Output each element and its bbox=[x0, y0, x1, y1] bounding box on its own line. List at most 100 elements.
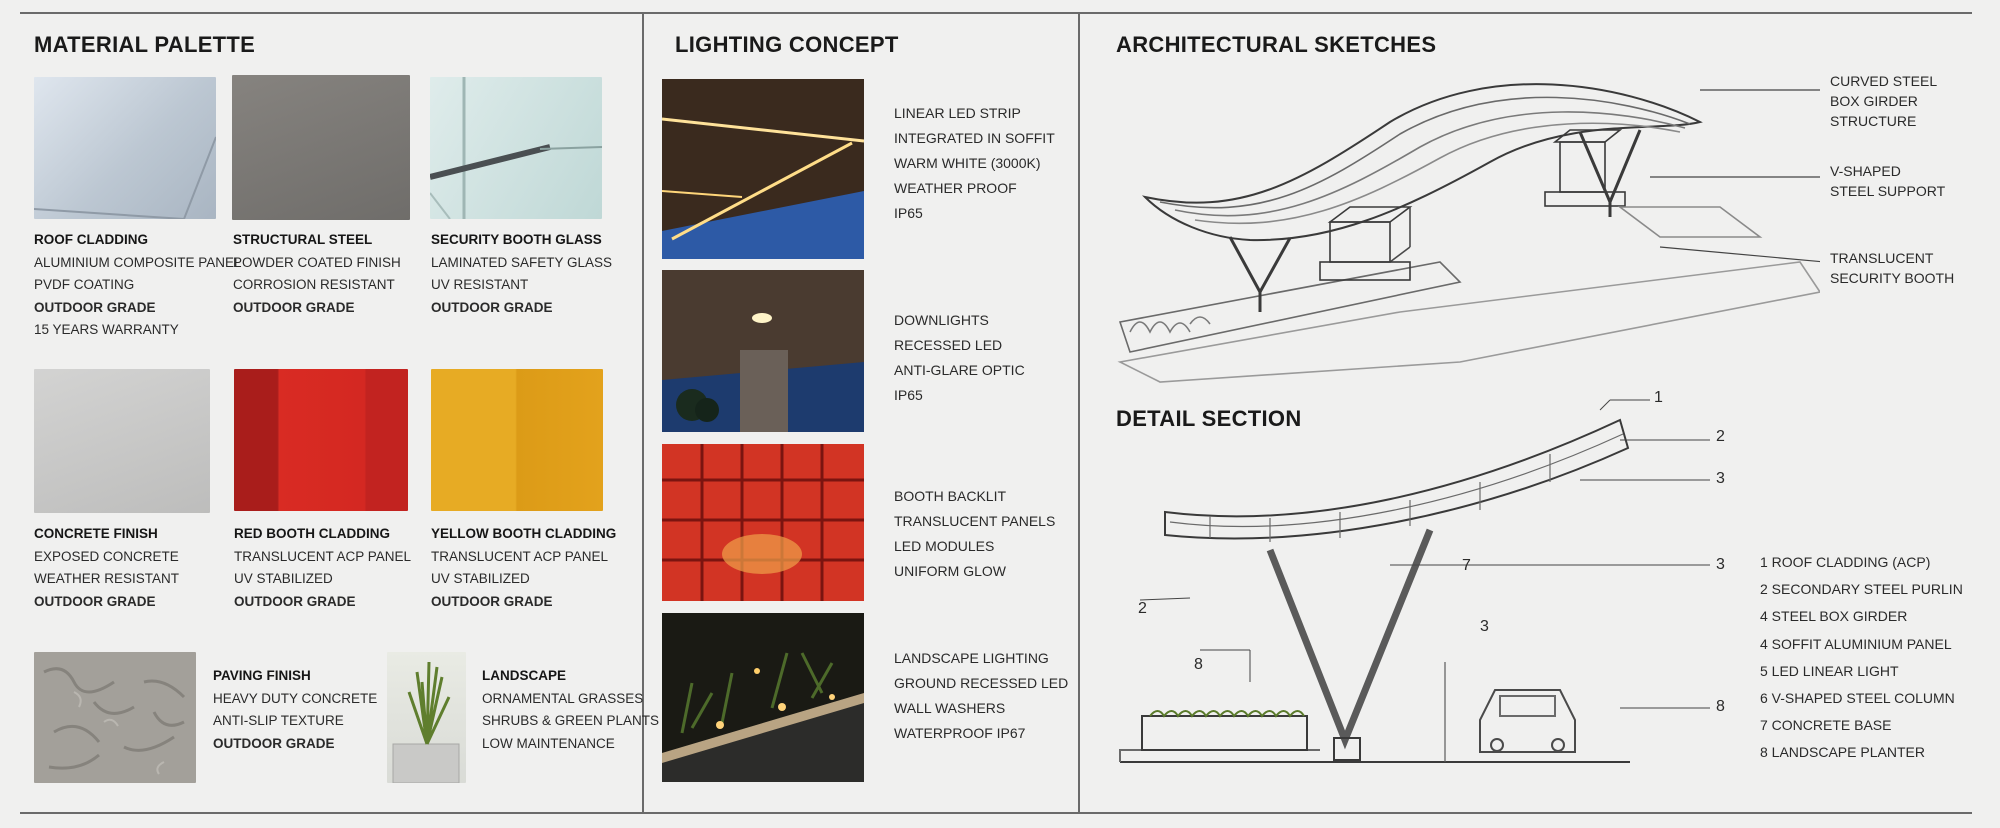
marker-7: 7 bbox=[1462, 557, 1471, 574]
acp-panel-edge bbox=[34, 136, 216, 219]
leader-line bbox=[1659, 246, 1820, 263]
paving-texture bbox=[43, 667, 186, 775]
material-line: OUTDOOR GRADE bbox=[431, 299, 553, 315]
detail-section-drawing bbox=[1119, 399, 1710, 763]
material-line: OUTDOOR GRADE bbox=[233, 299, 355, 315]
legend-item: 8 LANDSCAPE PLANTER bbox=[1760, 744, 1925, 761]
swatch-paving bbox=[34, 652, 196, 783]
material-paving: PAVING FINISH HEAVY DUTY CONCRETE ANTI-S… bbox=[213, 665, 377, 755]
lighting-line: TRANSLUCENT PANELS bbox=[894, 513, 1056, 529]
callout-line: SECURITY BOOTH bbox=[1830, 270, 1955, 286]
material-line: TRANSLUCENT ACP PANEL bbox=[234, 548, 412, 564]
material-title: STRUCTURAL STEEL bbox=[233, 232, 373, 247]
lighting-line: WALL WASHERS bbox=[894, 700, 1006, 716]
material-line: UV STABILIZED bbox=[431, 571, 530, 586]
architectural-sketches-heading: ARCHITECTURAL SKETCHES bbox=[1116, 32, 1437, 57]
lighting-concept-heading: LIGHTING CONCEPT bbox=[675, 32, 899, 57]
callout-line: CURVED STEEL bbox=[1830, 73, 1938, 89]
material-booth-glass: SECURITY BOOTH GLASS LAMINATED SAFETY GL… bbox=[431, 229, 612, 319]
column-divider-2 bbox=[1078, 12, 1080, 812]
material-title: RED BOOTH CLADDING bbox=[234, 526, 390, 541]
material-line: LAMINATED SAFETY GLASS bbox=[431, 254, 613, 270]
legend-item: 5 LED LINEAR LIGHT bbox=[1760, 662, 1899, 679]
lighting-line: WEATHER PROOF bbox=[894, 180, 1017, 196]
material-concrete: CONCRETE FINISH EXPOSED CONCRETE WEATHER… bbox=[34, 523, 179, 613]
leader-line bbox=[1139, 597, 1191, 601]
material-palette-heading: MATERIAL PALETTE bbox=[34, 32, 256, 57]
swatch-concrete bbox=[34, 369, 210, 513]
material-line: HEAVY DUTY CONCRETE bbox=[213, 690, 378, 706]
material-line: TRANSLUCENT ACP PANEL bbox=[431, 548, 609, 564]
marker-2b: 2 bbox=[1138, 600, 1147, 617]
column-divider-1 bbox=[642, 12, 644, 812]
callout-translucent-booth: TRANSLUCENT SECURITY BOOTH bbox=[1830, 248, 1954, 288]
callout-v-shaped: V-SHAPED STEEL SUPPORT bbox=[1830, 161, 1945, 201]
legend-item: 2 SECONDARY STEEL PURLIN bbox=[1760, 581, 1963, 598]
callout-line: STRUCTURE bbox=[1830, 113, 1917, 129]
material-title: PAVING FINISH bbox=[213, 668, 311, 683]
material-line: UV STABILIZED bbox=[234, 571, 333, 586]
marker-3: 3 bbox=[1716, 470, 1725, 487]
lighting-line: INTEGRATED IN SOFFIT bbox=[894, 130, 1055, 146]
lighting-landscape: LANDSCAPE LIGHTING GROUND RECESSED LED W… bbox=[894, 646, 1068, 746]
perspective-sketch bbox=[1117, 83, 1820, 383]
top-rule bbox=[20, 12, 1972, 14]
material-line: EXPOSED CONCRETE bbox=[34, 548, 179, 564]
grass-planter-icon bbox=[392, 661, 460, 783]
callout-curved-steel: CURVED STEEL BOX GIRDER STRUCTURE bbox=[1830, 71, 1937, 131]
detail-legend: 1 ROOF CLADDING (ACP) 2 SECONDARY STEEL … bbox=[1760, 549, 1963, 767]
lighting-linear-led: LINEAR LED STRIP INTEGRATED IN SOFFIT WA… bbox=[894, 101, 1055, 226]
detail-section-heading: DETAIL SECTION bbox=[1116, 406, 1302, 431]
lighting-line: LANDSCAPE LIGHTING bbox=[894, 650, 1049, 666]
bottom-rule bbox=[20, 812, 1972, 814]
material-title: CONCRETE FINISH bbox=[34, 526, 158, 541]
lighting-booth-backlit: BOOTH BACKLIT TRANSLUCENT PANELS LED MOD… bbox=[894, 484, 1055, 584]
lighting-line: LED MODULES bbox=[894, 538, 995, 554]
legend-item: 4 SOFFIT ALUMINIUM PANEL bbox=[1760, 635, 1952, 652]
swatch-structural-steel bbox=[232, 75, 410, 220]
photo-booth-backlit bbox=[662, 444, 864, 601]
material-line: OUTDOOR GRADE bbox=[34, 593, 156, 609]
lighting-line: IP65 bbox=[894, 387, 923, 403]
material-structural-steel: STRUCTURAL STEEL POWDER COATED FINISH CO… bbox=[233, 229, 401, 319]
material-line: SHRUBS & GREEN PLANTS bbox=[482, 713, 660, 728]
material-title: LANDSCAPE bbox=[482, 668, 567, 683]
material-line: ANTI-SLIP TEXTURE bbox=[213, 713, 344, 728]
soffit-led-strip bbox=[662, 79, 864, 259]
lighting-line: LINEAR LED STRIP bbox=[894, 105, 1021, 121]
swatch-landscape bbox=[387, 652, 466, 783]
material-red-cladding: RED BOOTH CLADDING TRANSLUCENT ACP PANEL… bbox=[234, 523, 411, 613]
callout-line: TRANSLUCENT bbox=[1830, 250, 1934, 266]
legend-item: 4 STEEL BOX GIRDER bbox=[1760, 608, 1908, 625]
material-roof-cladding: ROOF CLADDING ALUMINIUM COMPOSITE PANEL … bbox=[34, 229, 242, 342]
lighting-line: GROUND RECESSED LED bbox=[894, 675, 1069, 691]
lighting-line: WATERPROOF IP67 bbox=[894, 725, 1026, 741]
lighting-line: DOWNLIGHTS bbox=[894, 312, 989, 328]
material-line: WEATHER RESISTANT bbox=[34, 571, 180, 586]
callout-line: BOX GIRDER bbox=[1830, 93, 1918, 109]
material-line: UV RESISTANT bbox=[431, 277, 529, 292]
legend-item: 7 CONCRETE BASE bbox=[1760, 717, 1892, 734]
material-yellow-cladding: YELLOW BOOTH CLADDING TRANSLUCENT ACP PA… bbox=[431, 523, 616, 613]
material-line: 15 YEARS WARRANTY bbox=[34, 322, 179, 337]
swatch-red-cladding bbox=[234, 369, 408, 511]
material-line: ORNAMENTAL GRASSES bbox=[482, 690, 644, 706]
marker-1: 1 bbox=[1654, 389, 1663, 406]
material-landscape: LANDSCAPE ORNAMENTAL GRASSES SHRUBS & GR… bbox=[482, 665, 659, 755]
material-line: CORROSION RESISTANT bbox=[233, 277, 395, 292]
swatch-booth-glass bbox=[430, 77, 602, 219]
material-title: ROOF CLADDING bbox=[34, 232, 148, 247]
lighting-line: BOOTH BACKLIT bbox=[894, 488, 1007, 504]
material-title: YELLOW BOOTH CLADDING bbox=[431, 526, 617, 541]
downlight-canopy bbox=[662, 270, 864, 432]
lighting-line: RECESSED LED bbox=[894, 337, 1003, 353]
marker-8b: 8 bbox=[1716, 698, 1725, 715]
callout-line: V-SHAPED bbox=[1830, 163, 1901, 179]
material-title: SECURITY BOOTH GLASS bbox=[431, 232, 602, 247]
lighting-downlights: DOWNLIGHTS RECESSED LED ANTI-GLARE OPTIC… bbox=[894, 308, 1025, 408]
material-line: PVDF COATING bbox=[34, 277, 135, 292]
photo-landscape-lighting bbox=[662, 613, 864, 782]
material-line: ALUMINIUM COMPOSITE PANEL bbox=[34, 254, 242, 270]
material-line: LOW MAINTENANCE bbox=[482, 735, 615, 751]
legend-item: 1 ROOF CLADDING (ACP) bbox=[1760, 554, 1931, 570]
